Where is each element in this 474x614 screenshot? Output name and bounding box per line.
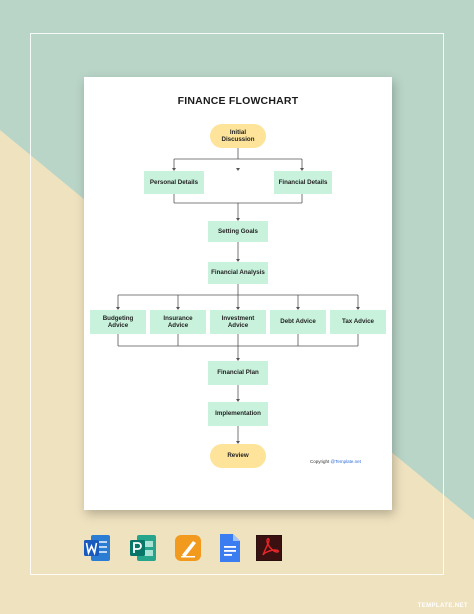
copyright-prefix: Copyright [310, 459, 331, 464]
node-debt-advice: Debt Advice [270, 310, 326, 334]
node-personal-details: Personal Details [144, 171, 204, 194]
node-financial-analysis: Financial Analysis [208, 262, 268, 284]
node-label: Personal Details [149, 178, 199, 186]
node-tax-advice: Tax Advice [330, 310, 386, 334]
copyright-link[interactable]: @Template.net [330, 459, 361, 464]
pdf-icon[interactable] [254, 533, 284, 563]
node-financial-plan: Financial Plan [208, 361, 268, 385]
node-budgeting-advice: Budgeting Advice [90, 310, 146, 334]
publisher-icon[interactable] [128, 533, 158, 563]
node-label: Setting Goals [218, 227, 258, 235]
node-label: Insurance Advice [163, 314, 193, 329]
decorative-frame [30, 33, 444, 575]
connector-lines [116, 148, 360, 444]
node-label: Financial Details [278, 178, 328, 186]
node-label: Initial Discussion [221, 128, 255, 143]
node-initial-discussion: Initial Discussion [210, 124, 266, 148]
word-icon[interactable] [82, 533, 112, 563]
node-label: Implementation [215, 410, 261, 418]
format-icons [0, 533, 474, 563]
page-title: FINANCE FLOWCHART [177, 95, 299, 107]
node-implementation: Implementation [208, 402, 268, 426]
flowchart-page: FINANCE FLOWCHART Initial Discussion Per… [84, 77, 392, 510]
node-label: Investment Advice [221, 314, 255, 329]
node-review: Review [210, 444, 266, 468]
node-label: Debt Advice [280, 318, 316, 326]
copyright-text: Copyright @Template.net [310, 459, 361, 464]
node-label: Tax Advice [342, 318, 374, 326]
node-label: Budgeting Advice [102, 314, 134, 329]
watermark: TEMPLATE.NET [417, 603, 468, 609]
node-investment-advice: Investment Advice [210, 310, 266, 334]
node-setting-goals: Setting Goals [208, 221, 268, 242]
node-financial-details: Financial Details [274, 171, 332, 194]
node-insurance-advice: Insurance Advice [150, 310, 206, 334]
node-label: Financial Plan [217, 369, 259, 377]
google-docs-icon[interactable] [214, 533, 244, 563]
node-label: Review [227, 452, 249, 460]
node-label: Financial Analysis [211, 269, 265, 277]
pages-icon[interactable] [173, 533, 203, 563]
